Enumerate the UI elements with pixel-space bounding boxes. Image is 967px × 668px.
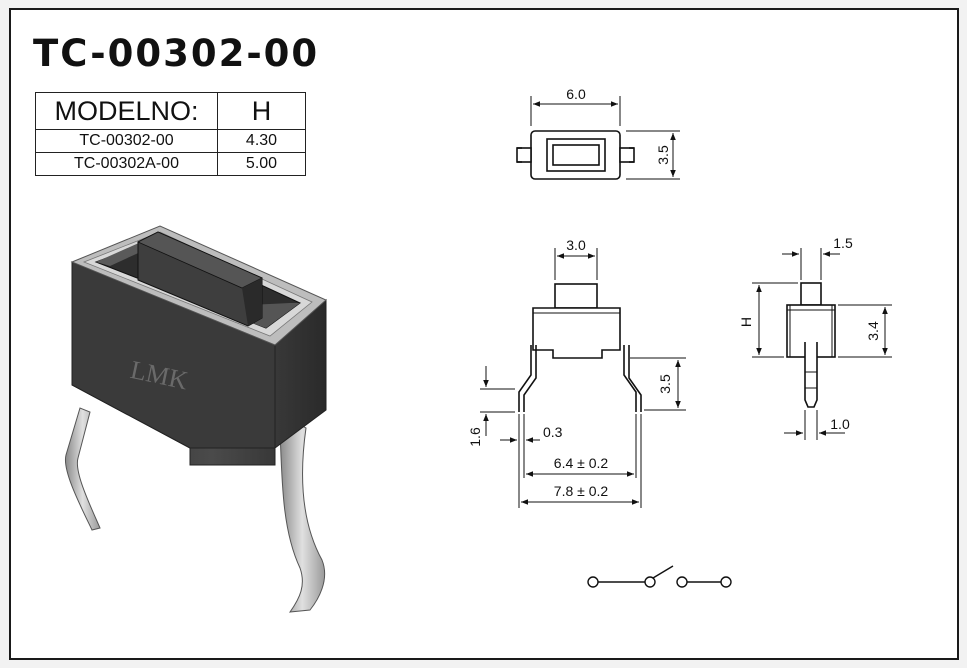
dim-side-lead-width: 1.0 xyxy=(830,416,850,432)
top-view xyxy=(516,96,680,180)
dim-front-lead-bend: 1.6 xyxy=(467,427,483,447)
dim-front-lead-thickness: 0.3 xyxy=(543,424,563,440)
header-model-no: MODELNO: xyxy=(35,92,218,130)
switch-schematic-symbol xyxy=(587,565,732,588)
model-table-header: MODELNO: H xyxy=(35,92,306,130)
dim-top-width: 6.0 xyxy=(566,86,586,102)
dim-front-lead-height: 3.5 xyxy=(657,374,673,394)
table-row: TC-00302-00 4.30 xyxy=(35,129,306,153)
dim-front-outer-span: 7.8 ± 0.2 xyxy=(554,483,609,499)
dim-front-inner-span: 6.4 ± 0.2 xyxy=(554,455,609,471)
part-number-title: TC-00302-00 xyxy=(33,32,320,75)
row-model: TC-00302A-00 xyxy=(35,152,218,176)
row-h: 5.00 xyxy=(217,152,306,176)
row-h: 4.30 xyxy=(217,129,306,153)
front-view xyxy=(480,248,686,508)
switch-photo: LMK xyxy=(64,225,327,613)
dim-top-height: 3.5 xyxy=(655,145,671,165)
table-row: TC-00302A-00 5.00 xyxy=(35,152,306,176)
dim-side-total-height: H xyxy=(738,317,754,327)
model-table: MODELNO: H TC-00302-00 4.30 TC-00302A-00… xyxy=(35,92,306,176)
header-h: H xyxy=(217,92,306,130)
side-view xyxy=(752,248,892,440)
dim-side-button-width: 1.5 xyxy=(833,235,853,251)
dim-side-body-height: 3.4 xyxy=(865,321,881,341)
dim-front-button-width: 3.0 xyxy=(566,237,586,253)
